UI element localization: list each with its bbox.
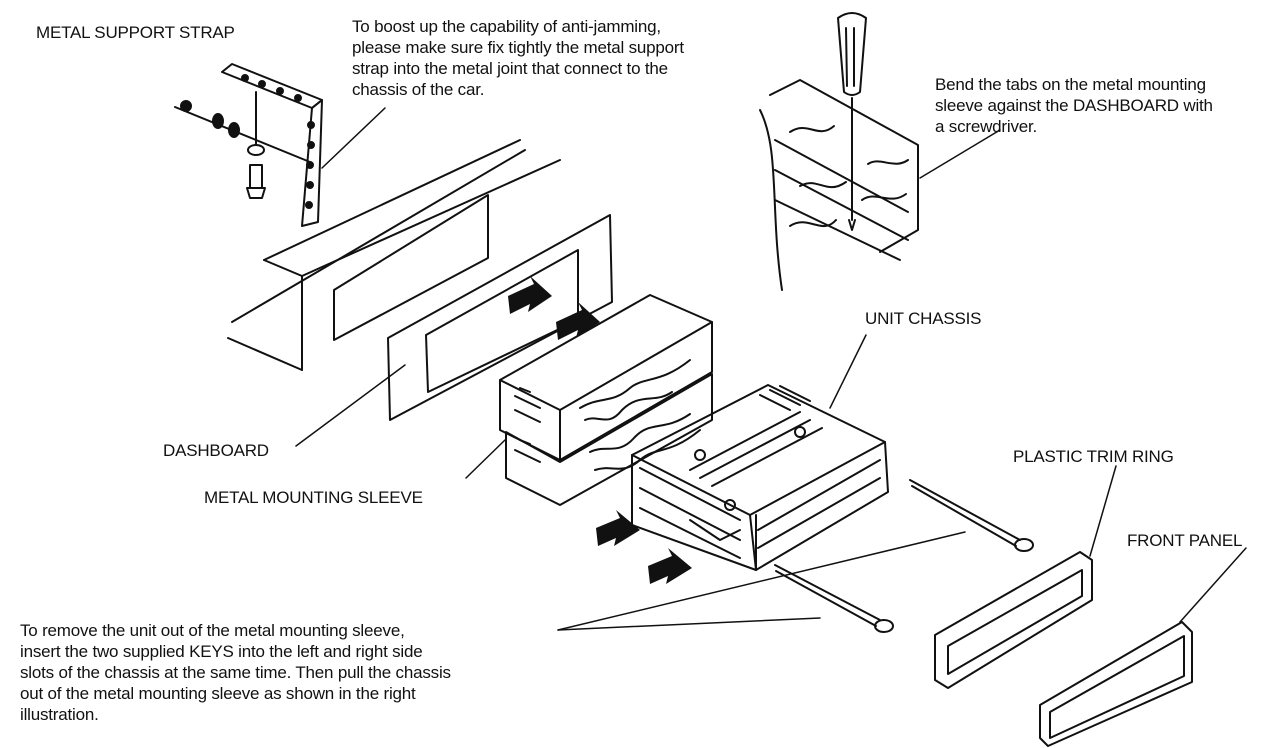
dashboard-drawing (227, 139, 561, 371)
note-bend-tabs: Bend the tabs on the metal mounting slee… (935, 74, 1213, 137)
label-plastic-trim-ring: PLASTIC TRIM RING (1013, 447, 1174, 466)
note-line: Bend the tabs on the metal mounting (935, 75, 1206, 94)
note-line: a screwdriver. (935, 117, 1038, 136)
plastic-trim-ring-drawing (934, 551, 1093, 689)
label-metal-mounting-sleeve: METAL MOUNTING SLEEVE (204, 488, 423, 507)
note-line: sleeve against the DASHBOARD with (935, 96, 1213, 115)
leader-lines (295, 107, 1247, 631)
note-remove-unit: To remove the unit out of the metal moun… (20, 620, 451, 725)
label-unit-chassis: UNIT CHASSIS (865, 309, 982, 328)
label-dashboard: DASHBOARD (163, 441, 269, 460)
label-metal-support-strap: METAL SUPPORT STRAP (36, 23, 235, 42)
note-line: out of the metal mounting sleeve as show… (20, 684, 416, 703)
note-line: please make sure fix tightly the metal s… (352, 38, 684, 57)
unit-chassis-drawing (631, 384, 889, 571)
removal-keys-drawing (774, 479, 1034, 633)
note-line: strap into the metal joint that connect … (352, 59, 668, 78)
note-line: To remove the unit out of the metal moun… (20, 621, 405, 640)
note-line: To boost up the capability of anti-jammi… (352, 17, 661, 36)
insertion-arrows (508, 276, 692, 584)
metal-support-strap-drawing (174, 63, 323, 227)
screwdriver-inset-drawing (759, 12, 919, 291)
note-line: slots of the chassis at the same time. T… (20, 663, 451, 682)
note-anti-jamming: To boost up the capability of anti-jammi… (352, 16, 684, 100)
note-line: illustration. (20, 705, 99, 724)
front-panel-drawing (1039, 621, 1193, 747)
note-line: chassis of the car. (352, 80, 485, 99)
metal-mounting-sleeve-drawing (499, 294, 713, 506)
label-front-panel: FRONT PANEL (1127, 531, 1243, 550)
note-line: insert the two supplied KEYS into the le… (20, 642, 423, 661)
